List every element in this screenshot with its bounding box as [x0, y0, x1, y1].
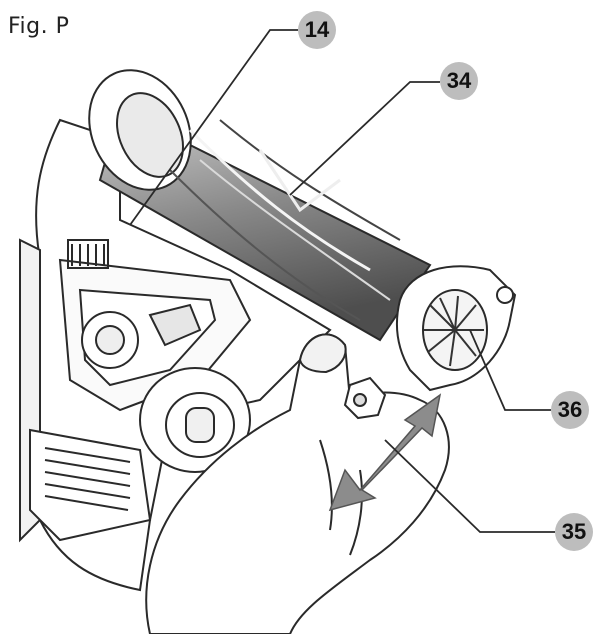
- direction-arrow-icon: [328, 393, 442, 512]
- cover-frame: [58, 258, 252, 412]
- brush-roll: [88, 69, 432, 342]
- callout-14: 14: [298, 11, 336, 49]
- brush-roll-end-cap: [396, 265, 517, 392]
- callout-35: 35: [555, 513, 593, 551]
- callout-34: 34: [440, 62, 478, 100]
- callout-36: 36: [551, 391, 589, 429]
- side-grille: [29, 239, 152, 542]
- figure-label: Fig. P: [8, 14, 70, 39]
- brush-tuft-icon: [424, 295, 484, 367]
- release-latch: [343, 376, 387, 420]
- wheel: [139, 367, 251, 473]
- leader-lines: [129, 29, 555, 533]
